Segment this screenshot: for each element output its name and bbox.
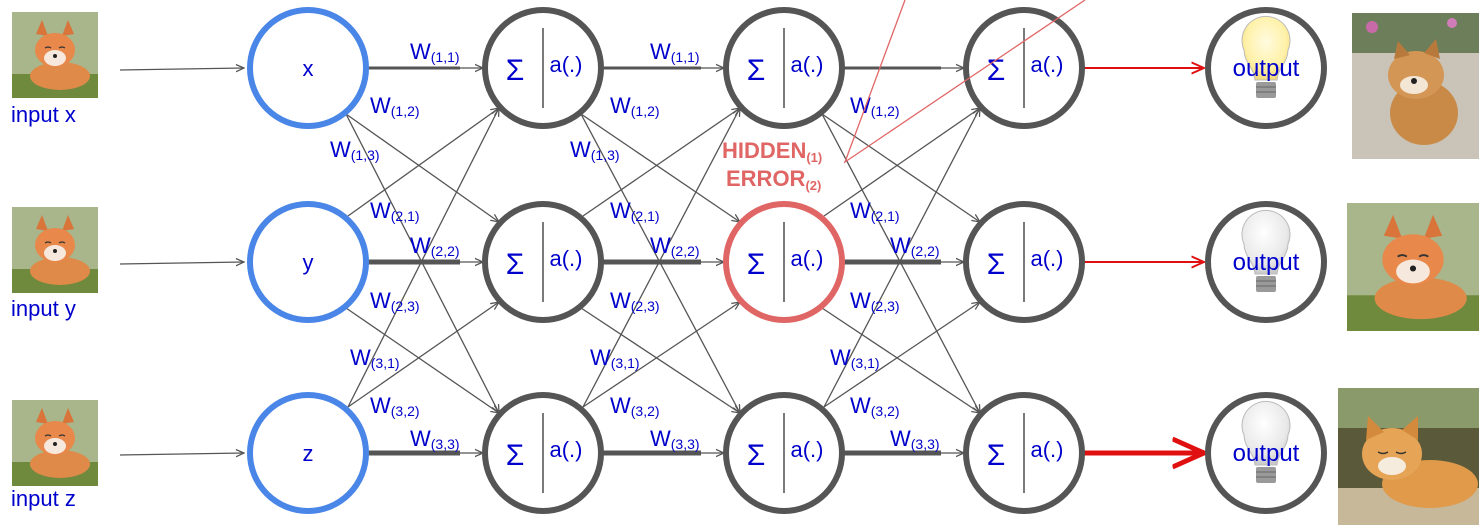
output-photo-fox — [1347, 203, 1479, 331]
sum-symbol: Σ — [747, 439, 766, 472]
dog-photo-icon — [1352, 13, 1479, 159]
weight-label-w23: W(2,3) — [850, 288, 900, 314]
input-caption-x: input x — [11, 104, 76, 126]
weight-label-w13: W(1,3) — [330, 137, 380, 163]
cross-edge — [822, 114, 980, 222]
cat-muzzle — [1378, 457, 1406, 475]
sum-symbol: Σ — [987, 439, 1006, 472]
flower — [1366, 21, 1378, 33]
activation-label: a(.) — [791, 52, 824, 77]
weight-label-w12: W(1,2) — [610, 93, 660, 119]
fox-nose — [53, 442, 57, 446]
input-arrow-y — [120, 262, 244, 264]
weight-label-w31: W(3,1) — [350, 345, 400, 371]
output-photo-cat — [1338, 388, 1479, 525]
weight-label-w33: W(3,3) — [650, 426, 700, 452]
weight-label-w21: W(2,1) — [370, 198, 420, 224]
flower — [1447, 18, 1457, 28]
fox-nose — [53, 249, 57, 253]
sum-symbol: Σ — [987, 248, 1006, 281]
activation-label: a(.) — [1031, 246, 1064, 271]
activation-label: a(.) — [791, 437, 824, 462]
sum-symbol: Σ — [506, 54, 525, 87]
fox-nose — [1410, 266, 1416, 272]
activation-label: a(.) — [550, 437, 583, 462]
cross-edge — [346, 114, 499, 222]
hidden-error-line2: ERROR(2) — [726, 166, 821, 193]
input-caption-z: input z — [11, 488, 76, 510]
weight-label-w21: W(2,1) — [850, 198, 900, 224]
input-photo-z — [12, 400, 98, 486]
input-photo-y — [12, 207, 98, 293]
fox-illustration — [1347, 203, 1479, 331]
activation-label: a(.) — [1031, 437, 1064, 462]
output-label: output — [1233, 249, 1300, 276]
activation-label: a(.) — [791, 246, 824, 271]
fox-illustration — [12, 207, 98, 293]
input-photo-x — [12, 12, 98, 98]
input-node-label-z: z — [303, 441, 314, 466]
bulb-base — [1256, 276, 1276, 292]
weight-label-w22: W(2,2) — [890, 233, 940, 259]
sum-symbol: Σ — [987, 54, 1006, 87]
weight-label-w22: W(2,2) — [410, 233, 460, 259]
weight-label-w23: W(2,3) — [610, 288, 660, 314]
dog-illustration — [1352, 13, 1479, 159]
sum-symbol: Σ — [747, 248, 766, 281]
fox-illustration — [12, 400, 98, 486]
weight-label-w12: W(1,2) — [850, 93, 900, 119]
fox-nose — [53, 54, 57, 58]
weight-label-w33: W(3,3) — [890, 426, 940, 452]
activation-label: a(.) — [1031, 52, 1064, 77]
weight-label-w32: W(3,2) — [850, 393, 900, 419]
weight-label-w31: W(3,1) — [590, 345, 640, 371]
output-label: output — [1233, 55, 1300, 82]
weight-label-w21: W(2,1) — [610, 198, 660, 224]
activation-label: a(.) — [550, 246, 583, 271]
sum-symbol: Σ — [506, 439, 525, 472]
fox-photo-icon — [12, 12, 98, 98]
input-arrow-z — [120, 453, 244, 455]
output-photo-dog — [1352, 13, 1479, 159]
weight-label-w23: W(2,3) — [370, 288, 420, 314]
foliage — [1338, 388, 1479, 428]
activation-label: a(.) — [550, 52, 583, 77]
bulb-base — [1256, 467, 1276, 483]
fox-photo-icon — [12, 207, 98, 293]
weight-label-w32: W(3,2) — [610, 393, 660, 419]
cat-illustration — [1338, 388, 1479, 525]
sum-symbol: Σ — [506, 248, 525, 281]
weight-label-w11: W(1,1) — [410, 39, 460, 65]
cross-edge — [581, 114, 740, 222]
input-caption-y: input y — [11, 298, 76, 320]
input-arrow-x — [120, 68, 244, 70]
input-node-label-y: y — [303, 250, 314, 275]
dog-nose — [1411, 78, 1417, 84]
weight-label-w33: W(3,3) — [410, 426, 460, 452]
input-node-label-x: x — [303, 56, 314, 81]
weight-label-w22: W(2,2) — [650, 233, 700, 259]
weight-label-w11: W(1,1) — [650, 39, 700, 65]
weight-label-w12: W(1,2) — [370, 93, 420, 119]
output-label: output — [1233, 440, 1300, 467]
weight-label-w32: W(3,2) — [370, 393, 420, 419]
fox-illustration — [12, 12, 98, 98]
cat-photo-icon — [1338, 388, 1479, 525]
bushes — [1352, 13, 1479, 53]
fox-photo-icon — [12, 400, 98, 486]
hidden-error-line1: HIDDEN(1) — [722, 138, 822, 165]
fox-photo-icon — [1347, 203, 1479, 331]
bulb-base — [1256, 82, 1276, 98]
sum-symbol: Σ — [747, 54, 766, 87]
